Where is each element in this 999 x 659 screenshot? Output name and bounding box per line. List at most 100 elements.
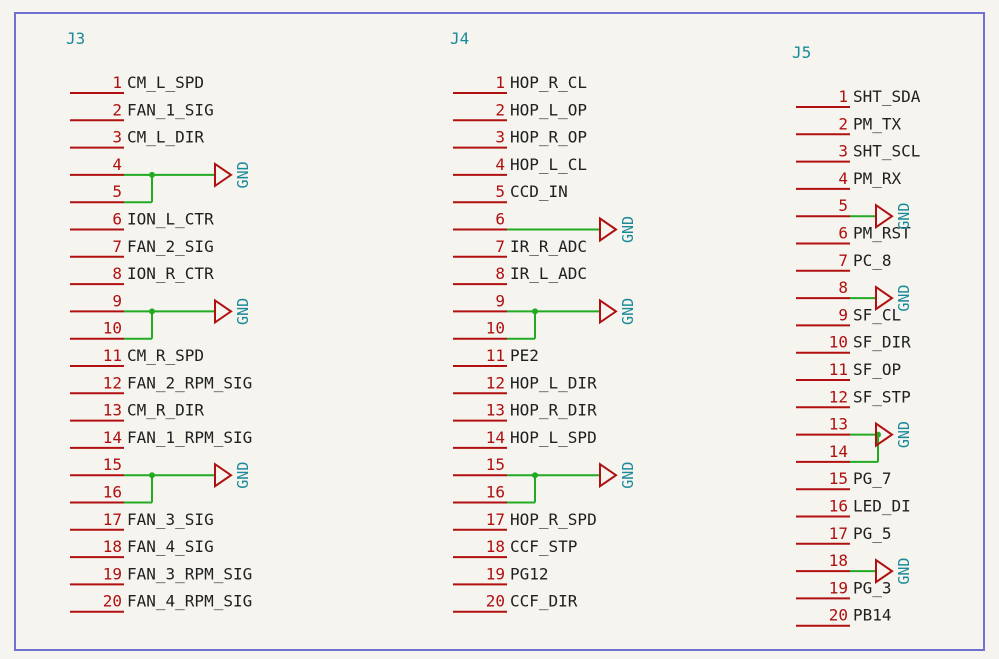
net-label: FAN_4_SIG <box>127 537 214 556</box>
pin-number: 14 <box>486 428 505 447</box>
gnd-symbol <box>875 421 894 448</box>
pin-number: 13 <box>829 415 848 434</box>
net-label: PG_7 <box>853 469 892 488</box>
pin-number: 1 <box>495 73 505 92</box>
pin-number: 6 <box>495 210 505 229</box>
pin-number: 18 <box>829 551 848 570</box>
net-label: FAN_1_SIG <box>127 100 214 119</box>
sheet-frame <box>14 12 985 651</box>
pin-number: 17 <box>829 524 848 543</box>
net-label: PE2 <box>510 346 539 365</box>
net-label: SF_STP <box>853 387 911 406</box>
gnd-symbol <box>599 462 618 489</box>
pin-number: 16 <box>103 483 122 502</box>
net-label: FAN_4_RPM_SIG <box>127 592 252 611</box>
pin-number: 5 <box>112 182 122 201</box>
net-label: HOP_R_DIR <box>510 401 597 420</box>
pin-number: 7 <box>838 251 848 270</box>
gnd-symbol <box>214 462 233 489</box>
gnd-label: GND <box>619 462 637 489</box>
pin-number: 2 <box>838 114 848 133</box>
net-label: HOP_L_SPD <box>510 428 597 447</box>
pin-number: 5 <box>495 182 505 201</box>
gnd-label: GND <box>234 298 252 325</box>
pin-number: 20 <box>829 606 848 625</box>
pin-number: 14 <box>829 442 848 461</box>
pin-number: 7 <box>112 237 122 256</box>
gnd-label: GND <box>619 298 637 325</box>
net-label: HOP_L_CL <box>510 155 587 174</box>
pin-number: 8 <box>495 264 505 283</box>
pin-number: 11 <box>103 346 122 365</box>
pin-number: 18 <box>103 537 122 556</box>
net-label: CM_R_DIR <box>127 401 204 420</box>
gnd-symbol <box>214 298 233 325</box>
net-label: ION_R_CTR <box>127 264 214 283</box>
pin-number: 2 <box>495 100 505 119</box>
gnd-label: GND <box>895 421 913 448</box>
pin-number: 9 <box>112 291 122 310</box>
gnd-label: GND <box>895 558 913 585</box>
gnd-label: GND <box>234 161 252 188</box>
net-label: FAN_3_RPM_SIG <box>127 564 252 583</box>
pin-number: 3 <box>112 128 122 147</box>
pin-number: 13 <box>486 401 505 420</box>
net-label: FAN_2_SIG <box>127 237 214 256</box>
pin-number: 15 <box>829 469 848 488</box>
net-label: CM_L_SPD <box>127 73 204 92</box>
pin-number: 9 <box>495 291 505 310</box>
pin-number: 16 <box>486 483 505 502</box>
gnd-label: GND <box>619 216 637 243</box>
pin-number: 7 <box>495 237 505 256</box>
net-label: PC_8 <box>853 251 892 270</box>
pin-number: 12 <box>103 373 122 392</box>
pin-number: 6 <box>838 224 848 243</box>
net-label: HOP_R_OP <box>510 128 587 147</box>
pin-number: 17 <box>103 510 122 529</box>
net-label: LED_DI <box>853 497 911 516</box>
net-label: HOP_L_DIR <box>510 373 597 392</box>
pin-number: 20 <box>486 592 505 611</box>
net-label: SF_OP <box>853 360 901 379</box>
net-label: IR_L_ADC <box>510 264 587 283</box>
pin-number: 12 <box>829 387 848 406</box>
pin-number: 1 <box>112 73 122 92</box>
pin-number: 12 <box>486 373 505 392</box>
net-label: HOP_R_CL <box>510 73 587 92</box>
pin-number: 1 <box>838 87 848 106</box>
pin-number: 10 <box>103 319 122 338</box>
pin-number: 3 <box>495 128 505 147</box>
net-label: HOP_L_OP <box>510 100 587 119</box>
pin-number: 16 <box>829 497 848 516</box>
gnd-symbol <box>599 216 618 243</box>
pin-number: 19 <box>103 564 122 583</box>
net-label: PM_TX <box>853 114 902 133</box>
net-label: FAN_3_SIG <box>127 510 214 529</box>
net-label: SF_DIR <box>853 333 911 352</box>
pin-number: 4 <box>838 169 848 188</box>
pin-number: 15 <box>486 455 505 474</box>
pin-number: 8 <box>112 264 122 283</box>
pin-number: 10 <box>486 319 505 338</box>
gnd-label: GND <box>234 462 252 489</box>
pin-number: 10 <box>829 333 848 352</box>
connector-ref-j4: J4 <box>450 29 469 48</box>
pin-number: 4 <box>112 155 122 174</box>
pin-number: 13 <box>103 401 122 420</box>
net-label: PG_3 <box>853 578 892 597</box>
pin-number: 2 <box>112 100 122 119</box>
gnd-label: GND <box>895 285 913 312</box>
pin-number: 5 <box>838 196 848 215</box>
net-label: PB14 <box>853 606 892 625</box>
net-label: ION_L_CTR <box>127 210 214 229</box>
pin-number: 19 <box>829 578 848 597</box>
net-label: CM_R_SPD <box>127 346 204 365</box>
net-label: PM_RST <box>853 224 911 243</box>
pin-number: 3 <box>838 142 848 161</box>
net-label: PM_RX <box>853 169 902 188</box>
pin-number: 9 <box>838 305 848 324</box>
net-label: HOP_R_SPD <box>510 510 597 529</box>
pin-number: 14 <box>103 428 122 447</box>
pin-number: 20 <box>103 592 122 611</box>
